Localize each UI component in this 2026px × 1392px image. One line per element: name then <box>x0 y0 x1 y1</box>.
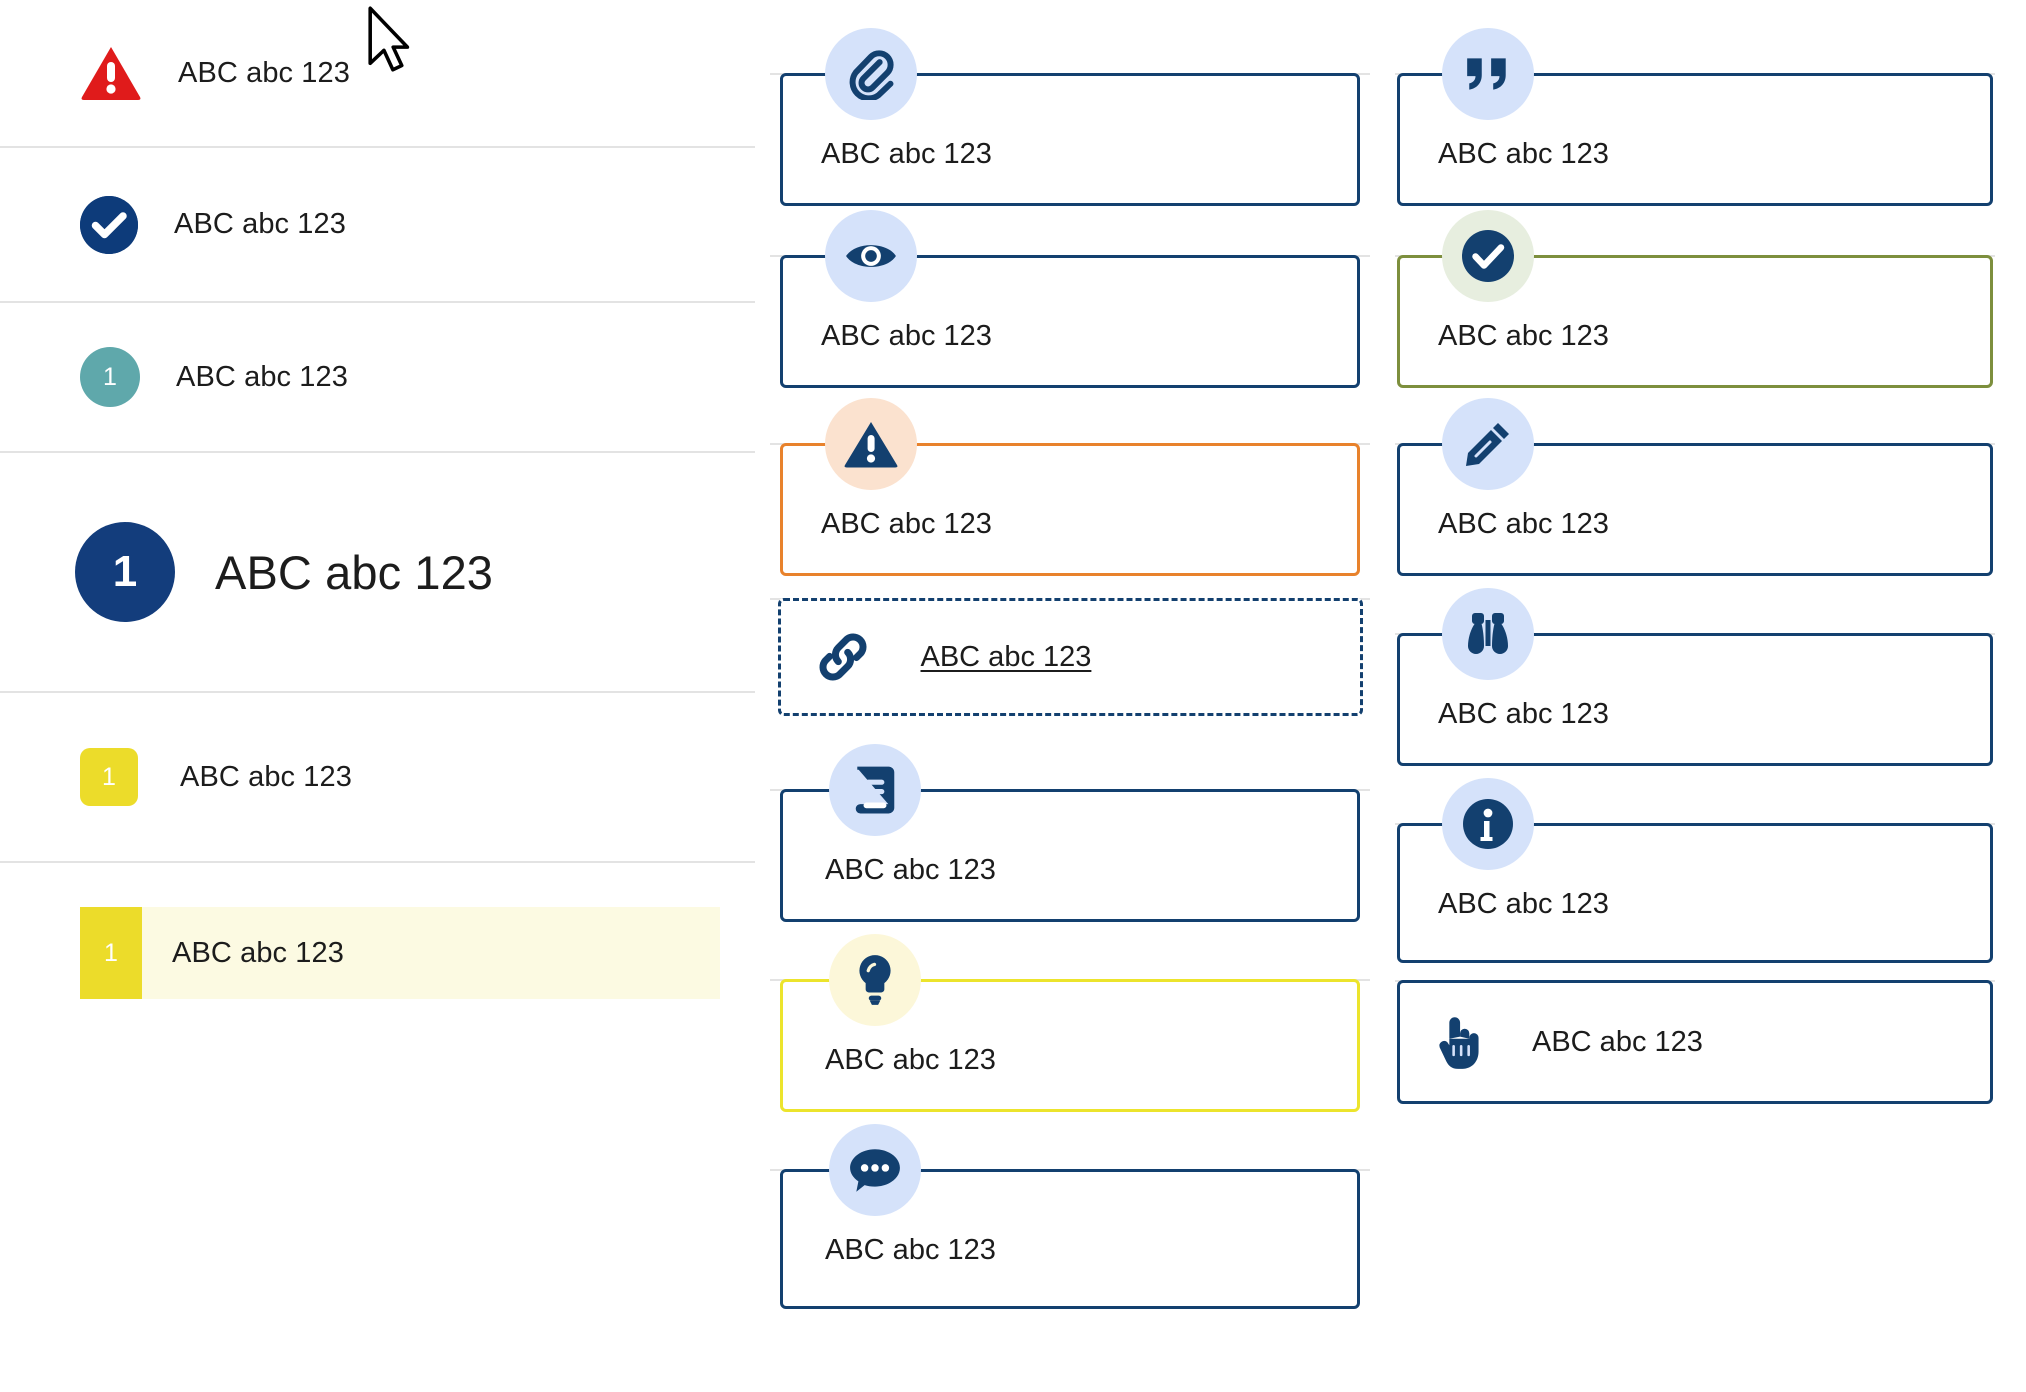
sidebar-item-highlighted[interactable]: 1 ABC abc 123 <box>80 907 720 999</box>
card-comment[interactable]: ABC abc 123 <box>780 1124 1360 1309</box>
card-quote[interactable]: ABC abc 123 <box>1397 28 1993 206</box>
card-info[interactable]: ABC abc 123 <box>1397 778 1993 963</box>
card-label: ABC abc 123 <box>821 138 992 170</box>
sidebar-item-label: ABC abc 123 <box>180 760 352 793</box>
card-warning[interactable]: ABC abc 123 <box>780 398 1360 576</box>
card-reference[interactable]: ABC abc 123 <box>780 744 1360 922</box>
card-visibility[interactable]: ABC abc 123 <box>780 210 1360 388</box>
number-badge-yellow: 1 <box>80 907 142 999</box>
card-slot: ABC abc 123 <box>770 0 1370 206</box>
lightbulb-icon <box>829 934 921 1026</box>
sidebar-item-label: ABC abc 123 <box>172 936 344 969</box>
chat-bubble-icon <box>829 1124 921 1216</box>
card-slot: ABC abc 123 <box>1395 942 1995 1122</box>
card-label: ABC abc 123 <box>821 320 992 352</box>
card-slot: ABC abc 123 <box>770 1096 1370 1309</box>
sidebar-item-complete[interactable]: ABC abc 123 <box>0 148 755 303</box>
number-badge-large: 1 <box>75 522 175 622</box>
quote-icon <box>1442 28 1534 120</box>
sidebar-item-highlighted-wrapper: 1 ABC abc 123 <box>0 863 755 1043</box>
card-slot: ABC abc 123 <box>770 906 1370 1112</box>
card-slot: ABC abc 123 <box>1395 750 1995 963</box>
pencil-icon <box>1442 398 1534 490</box>
sidebar: ABC abc 123 ABC abc 123 1 ABC abc 123 1 <box>0 0 755 1392</box>
card-tip[interactable]: ABC abc 123 <box>780 934 1360 1112</box>
card-label: ABC abc 123 <box>1438 888 1609 920</box>
number-badge-yellow: 1 <box>80 748 138 806</box>
number-badge-text: 1 <box>102 762 116 791</box>
sidebar-item-label: ABC abc 123 <box>215 545 494 599</box>
sidebar-item-yellow-step[interactable]: 1 ABC abc 123 <box>0 693 755 863</box>
card-label: ABC abc 123 <box>821 508 992 540</box>
card-discover[interactable]: ABC abc 123 <box>1397 588 1993 766</box>
sidebar-item-primary-step[interactable]: 1 ABC abc 123 <box>0 453 755 693</box>
number-badge-text: 1 <box>104 938 118 967</box>
middle-card-column: ABC abc 123 ABC abc 123 <box>770 0 1370 1309</box>
card-label: ABC abc 123 <box>1438 320 1609 352</box>
card-label: ABC abc 123 <box>825 1234 996 1266</box>
sidebar-item-warning[interactable]: ABC abc 123 <box>0 0 755 148</box>
card-edit[interactable]: ABC abc 123 <box>1397 398 1993 576</box>
sidebar-item-label: ABC abc 123 <box>176 360 348 393</box>
card-slot: ABC abc 123 <box>1395 560 1995 766</box>
card-slot: ABC abc 123 <box>1395 182 1995 388</box>
link-icon <box>815 629 871 685</box>
card-link[interactable]: ABC abc 123 <box>777 598 1363 716</box>
card-action[interactable]: ABC abc 123 <box>1397 980 1993 1104</box>
card-label: ABC abc 123 <box>825 854 996 886</box>
card-label: ABC abc 123 <box>1438 138 1609 170</box>
pointing-hand-icon <box>1434 1013 1484 1071</box>
binoculars-icon <box>1442 588 1534 680</box>
book-icon <box>829 744 921 836</box>
eye-icon <box>825 210 917 302</box>
warning-triangle-icon <box>825 398 917 490</box>
card-success[interactable]: ABC abc 123 <box>1397 210 1993 388</box>
paperclip-icon <box>825 28 917 120</box>
card-label: ABC abc 123 <box>1438 698 1609 730</box>
card-label: ABC abc 123 <box>825 1044 996 1076</box>
right-card-column: ABC abc 123 ABC abc 123 <box>1395 0 1995 1122</box>
number-badge-text: 1 <box>103 362 117 391</box>
number-badge-text: 1 <box>112 547 138 596</box>
card-label: ABC abc 123 <box>1532 1025 1703 1058</box>
card-label: ABC abc 123 <box>1438 508 1609 540</box>
card-slot: ABC abc 123 <box>1395 370 1995 576</box>
sidebar-item-label: ABC abc 123 <box>174 208 346 240</box>
card-slot: ABC abc 123 <box>1395 0 1995 206</box>
warning-triangle-icon <box>80 45 142 101</box>
card-label[interactable]: ABC abc 123 <box>920 640 1092 673</box>
card-slot: ABC abc 123 <box>770 560 1370 716</box>
check-circle-icon <box>80 195 138 254</box>
card-slot: ABC abc 123 <box>770 716 1370 922</box>
sidebar-item-label: ABC abc 123 <box>178 56 350 89</box>
info-circle-icon <box>1442 778 1534 870</box>
check-circle-icon <box>1442 210 1534 302</box>
number-badge: 1 <box>80 347 140 407</box>
card-slot: ABC abc 123 <box>770 182 1370 388</box>
sidebar-item-teal-step[interactable]: 1 ABC abc 123 <box>0 303 755 453</box>
card-attachment[interactable]: ABC abc 123 <box>780 28 1360 206</box>
card-slot: ABC abc 123 <box>770 370 1370 576</box>
